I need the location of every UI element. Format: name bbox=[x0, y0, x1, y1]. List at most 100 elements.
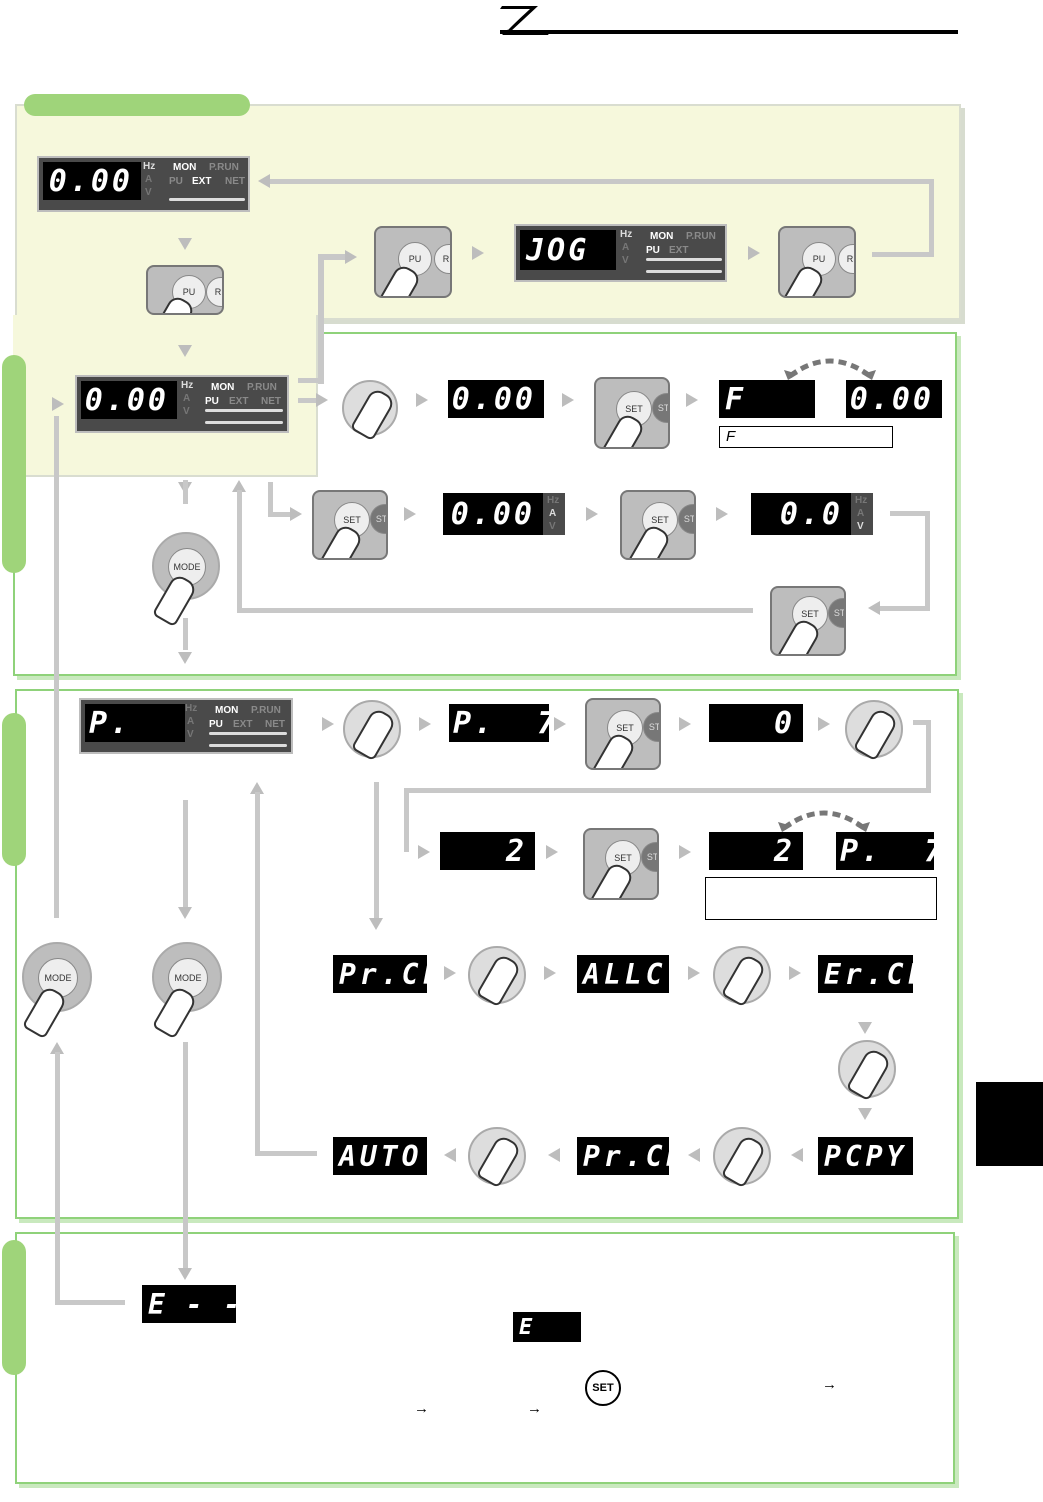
setting-dial-8[interactable] bbox=[713, 1127, 771, 1189]
unit-hz: Hz bbox=[620, 229, 633, 240]
key-label: RE bbox=[846, 253, 854, 264]
flow-arrow bbox=[686, 393, 698, 407]
flow-arrow bbox=[178, 345, 192, 357]
setting-dial-6[interactable] bbox=[838, 1040, 896, 1102]
flow-arrow bbox=[345, 250, 357, 264]
flow-arrow bbox=[316, 393, 328, 407]
ind-net: NET bbox=[225, 176, 245, 187]
unit-hz: Hz bbox=[855, 495, 868, 506]
operation-panel-ext: 0.00 Hz A V MON P.RUN PU EXT NET bbox=[37, 156, 250, 212]
setting-dial-3[interactable] bbox=[845, 700, 903, 762]
key-label: SET bbox=[625, 403, 643, 414]
lcd-value-2b: 2 bbox=[709, 832, 803, 870]
key-label: STO bbox=[833, 607, 846, 618]
key-label: RE bbox=[214, 286, 222, 297]
lcd-value-0: 0 bbox=[709, 704, 803, 742]
set-key-5[interactable]: SET STO bbox=[585, 698, 661, 770]
flow-arrow bbox=[178, 652, 192, 664]
lcd-param-p0: P. 0 bbox=[85, 704, 185, 742]
pu-ext-key-3[interactable]: PU RE bbox=[778, 226, 856, 298]
operation-panel-param: P. 0 Hz A V MON P.RUN PU EXT NET bbox=[79, 698, 293, 754]
set-key-6[interactable]: SET STO bbox=[583, 828, 659, 900]
key-label: MODE bbox=[174, 972, 202, 983]
unit-v: V bbox=[549, 521, 556, 532]
flow-arrow bbox=[50, 1042, 64, 1054]
lcd-current: 0.00 bbox=[443, 493, 543, 535]
voltage-monitor: 0.0 Hz A V bbox=[751, 493, 873, 535]
flow-arrow bbox=[444, 966, 456, 980]
set-key-2[interactable]: SET STO bbox=[312, 490, 388, 560]
flow-arrow bbox=[858, 1022, 872, 1034]
header-rule bbox=[500, 30, 958, 34]
unit-a: A bbox=[549, 508, 557, 519]
unit-a: A bbox=[183, 393, 191, 404]
lcd-value-2: 2 bbox=[440, 832, 535, 870]
unit-hz: Hz bbox=[547, 495, 560, 506]
setting-dial-5[interactable] bbox=[713, 946, 771, 1008]
ind-net: NET bbox=[265, 719, 285, 730]
ind-mon: MON bbox=[650, 231, 674, 242]
lcd-jog: JOG bbox=[520, 230, 616, 270]
key-label: SET bbox=[343, 514, 361, 525]
set-button-label: SET bbox=[592, 1382, 614, 1394]
key-label: SET bbox=[801, 608, 819, 619]
lcd-pcpy: PCPY bbox=[818, 1137, 913, 1175]
panel-tab bbox=[24, 94, 250, 116]
ind-ext: EXT bbox=[233, 719, 253, 730]
flow-arrow bbox=[791, 1148, 803, 1162]
chapter-thumb-tab bbox=[976, 1082, 1043, 1166]
key-label: PU bbox=[408, 253, 422, 264]
unit-a: A bbox=[622, 242, 630, 253]
mode-key-1[interactable]: MODE bbox=[151, 532, 220, 628]
key-label: STO bbox=[375, 513, 388, 524]
flow-arrow bbox=[544, 966, 556, 980]
lcd-monitor-pu: 0.00 bbox=[81, 381, 177, 419]
flow-arrow bbox=[789, 966, 801, 980]
unit-a: A bbox=[187, 716, 195, 727]
key-label: STO bbox=[648, 721, 661, 732]
lcd-alarm-e0: E 0 bbox=[513, 1312, 581, 1342]
key-label: MODE bbox=[44, 972, 72, 983]
flow-arrow bbox=[868, 601, 880, 615]
setting-dial-2[interactable] bbox=[343, 700, 401, 762]
flow-arrow bbox=[232, 480, 246, 492]
flow-arrow bbox=[322, 717, 334, 731]
key-label: RE bbox=[442, 253, 450, 264]
pu-ext-key-1[interactable]: PU RE bbox=[146, 265, 224, 315]
flow-arrow bbox=[444, 1148, 456, 1162]
set-key-4[interactable]: SET STO bbox=[770, 586, 846, 656]
ind-prun: P.RUN bbox=[251, 705, 281, 716]
flow-arrow bbox=[716, 507, 728, 521]
pu-ext-key-2[interactable]: PU RE bbox=[374, 226, 452, 298]
lcd-prcl: Pr.CL bbox=[333, 955, 427, 993]
ind-prun: P.RUN bbox=[247, 382, 277, 393]
unit-hz: Hz bbox=[185, 703, 198, 714]
brand-logo bbox=[500, 6, 550, 35]
ind-ext: EXT bbox=[192, 176, 212, 187]
ind-pu: PU bbox=[205, 396, 219, 407]
flow-arrow bbox=[546, 845, 558, 859]
ind-pu: PU bbox=[209, 719, 223, 730]
key-label: SET bbox=[614, 852, 632, 863]
flow-arrow bbox=[52, 397, 64, 411]
key-label: PU bbox=[182, 286, 196, 297]
setting-dial-7[interactable] bbox=[468, 1127, 526, 1189]
flow-arrow bbox=[416, 393, 428, 407]
flow-arrow bbox=[748, 246, 760, 260]
flow-arrow bbox=[562, 393, 574, 407]
flow-arrow bbox=[472, 246, 484, 260]
set-key-1[interactable]: SET STO bbox=[594, 377, 670, 449]
setting-dial-4[interactable] bbox=[468, 946, 526, 1008]
flow-arrow bbox=[178, 1268, 192, 1280]
lcd-prch: Pr.CH bbox=[577, 1137, 669, 1175]
lcd-alarm-history: E - - - bbox=[142, 1285, 236, 1323]
flow-arrow bbox=[688, 966, 700, 980]
mode-key-3[interactable]: MODE bbox=[151, 942, 222, 1040]
caption-box-f: F bbox=[719, 426, 893, 448]
setting-dial-1[interactable] bbox=[342, 380, 398, 442]
set-key-3[interactable]: SET STO bbox=[620, 490, 696, 560]
text-arrow: → bbox=[822, 1376, 837, 1393]
ind-ext: EXT bbox=[229, 396, 249, 407]
unit-v: V bbox=[622, 255, 629, 266]
mode-key-2[interactable]: MODE bbox=[21, 942, 92, 1040]
